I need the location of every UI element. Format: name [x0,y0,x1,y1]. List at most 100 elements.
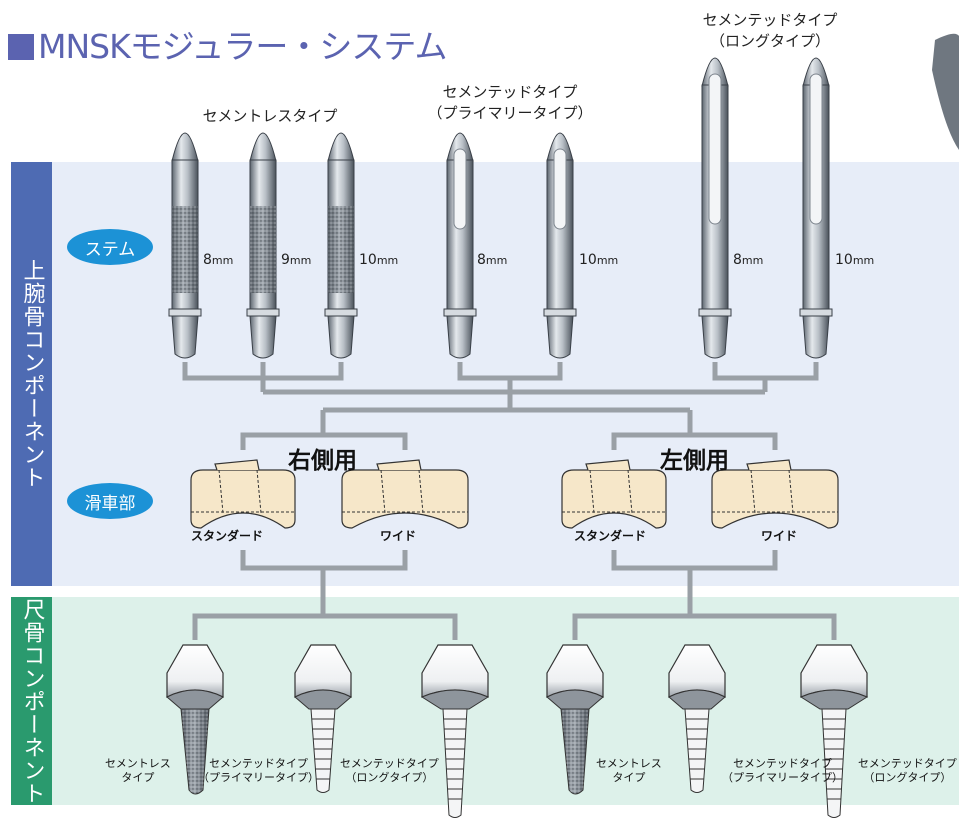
right-side-title: 右側用 [288,448,357,474]
trochlea-body [190,469,296,529]
lower-section-text: 尺骨コンポーネント [19,597,45,805]
trochlea-wide-label: ワイド [761,529,798,543]
stem-tip [171,132,199,162]
porous-texture [172,206,198,293]
stem-base [249,315,277,359]
stem-base [802,315,830,359]
ulna-cementless-label: セメントレス タイプ [596,757,662,784]
stem-tip [546,132,574,162]
size-label: 10mm [835,252,875,268]
title-square-icon [8,34,34,60]
cement-groove [453,148,467,230]
cemented-stem [443,132,477,359]
size-label: 9mm [281,252,312,268]
ulnar-component-long [420,644,490,818]
stem-base [171,315,199,359]
stem-group-label-cementless: セメントレスタイプ [202,107,338,125]
trochlea-peg [214,459,260,471]
connector-line [712,362,819,381]
ulna-head [166,644,224,698]
connector-line [611,432,778,450]
ulna-stem [442,708,468,818]
title-text: MNSKモジュラー・システム [38,27,447,66]
ulna-head [800,644,868,698]
ulna-head [546,644,604,698]
connector-line [572,613,837,640]
size-label: 8mm [477,252,508,268]
ulnar-component-primary [668,644,726,793]
cemented-stem [543,132,577,359]
lower-section-label: 尺骨コンポーネント [11,597,52,805]
ulna-head [294,644,352,698]
trochlea-body [711,469,839,529]
trochlea-peg [746,459,792,471]
ulna-stem [821,708,847,818]
ulna-stem [310,708,336,793]
ulna-base [799,689,869,710]
trochlea-dashed [380,469,424,514]
stem-base [701,315,729,359]
connector-line [457,362,563,381]
ulnar-component-long [799,644,869,818]
partial-implant-image [932,33,959,150]
cement-groove [553,148,567,230]
ulna-cementless-label: セメントレス タイプ [105,757,171,784]
stem-collar [543,308,577,317]
upper-section-label: 上腕骨コンポーネント [11,162,52,586]
trochlea-dashed [218,469,262,514]
ulna-primary-label: セメンテッドタイプ （プライマリータイプ） [198,757,319,784]
stem-base [446,315,474,359]
ulna-head [421,644,489,698]
stem-group-label-primary: セメンテッドタイプ （プライマリータイプ） [427,83,593,122]
porous-texture [328,206,354,293]
trochlea-standard [190,459,296,529]
stem-base [327,315,355,359]
trochlea-standard-label: スタンダード [574,529,647,543]
ulna-base [294,689,352,710]
stem-collar [698,308,732,317]
size-label: 8mm [733,252,764,268]
size-label: 10mm [359,252,399,268]
connector-line [192,613,458,640]
stem-tip [802,57,830,87]
upper-section-text: 上腕骨コンポーネント [19,259,45,489]
cement-groove [809,73,823,225]
ulna-stem [684,708,710,793]
trochlea-standard [561,459,667,529]
humeral-stems [168,57,833,359]
stem-oval: ステム [67,229,153,265]
size-label: 10mm [579,252,619,268]
trochlea-components [190,459,839,529]
cement-groove [708,73,722,225]
ulna-base [420,689,490,710]
diagram-title: MNSKモジュラー・システム [8,20,447,68]
stem-collar [246,308,280,317]
ulnar-component-cementless [546,644,604,795]
cemented-stem [799,57,833,359]
connector-line [240,432,408,450]
stem-collar [324,308,358,317]
ulnar-component-primary [294,644,352,793]
ulna-long-label: セメンテッドタイプ （ロングタイプ） [858,757,957,784]
ulna-base [166,689,224,710]
size-label: 8mm [203,252,234,268]
trochlea-body [341,469,469,529]
porous-texture [250,206,276,293]
ulna-head [668,644,726,698]
ulna-primary-label: セメンテッドタイプ （プライマリータイプ） [722,757,843,784]
ulnar-component-cementless [166,644,224,795]
cemented-stem [698,57,732,359]
stem-tip [701,57,729,87]
stem-group-label-long: セメンテッドタイプ （ロングタイプ） [702,11,838,50]
trochlea-wide-label: ワイド [380,529,417,543]
trochlea-body [561,469,667,529]
trochlea-wide [711,459,839,529]
ulna-long-label: セメンテッドタイプ （ロングタイプ） [340,757,439,784]
trochlea-wide [341,459,469,529]
stem-collar [168,308,202,317]
trochlea-peg [585,459,631,471]
left-side-title: 左側用 [660,448,729,474]
stem-base [546,315,574,359]
connector-line [240,550,408,571]
